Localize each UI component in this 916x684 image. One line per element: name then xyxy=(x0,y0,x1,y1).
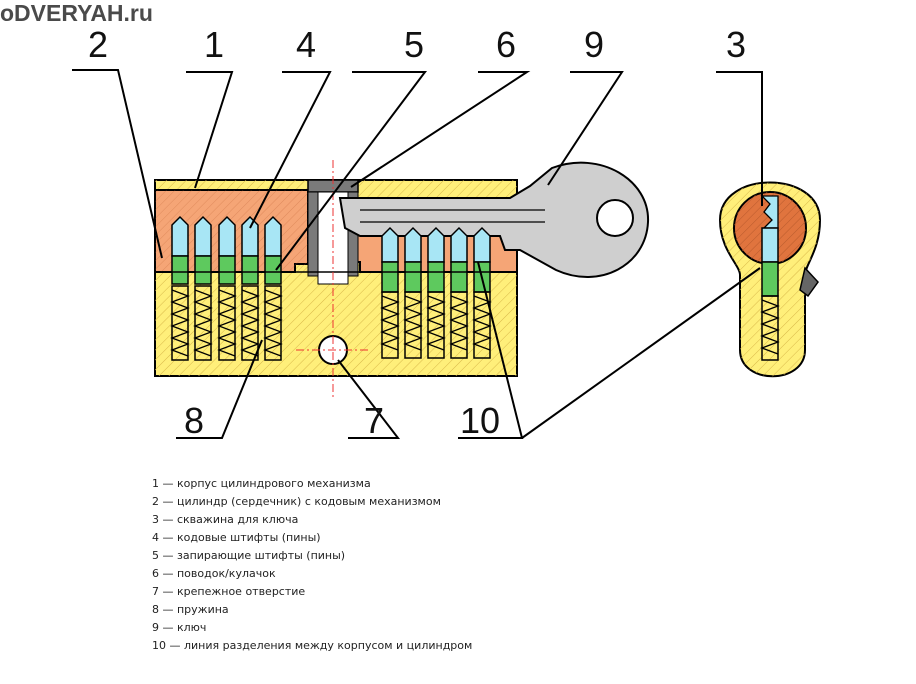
pin-stacks-right xyxy=(380,226,492,359)
legend: 1 — корпус цилиндрового механизма 2 — ци… xyxy=(152,475,472,655)
pin-stack xyxy=(170,215,190,361)
legend-item: 4 — кодовые штифты (пины) xyxy=(152,531,321,544)
pin-stack xyxy=(426,226,446,359)
pin-stack xyxy=(263,215,283,361)
callout-4: 4 xyxy=(296,24,316,65)
pin-stacks-left xyxy=(170,215,283,361)
pin-stack xyxy=(240,215,260,361)
callout-10: 10 xyxy=(460,400,500,441)
pin-stack xyxy=(403,226,423,359)
legend-item: 1 — корпус цилиндрового механизма xyxy=(152,477,371,490)
callout-6: 6 xyxy=(496,24,516,65)
callout-7: 7 xyxy=(364,400,384,441)
leader-lines xyxy=(72,69,763,439)
pin-stack xyxy=(449,226,469,359)
legend-item: 6 — поводок/кулачок xyxy=(152,567,276,580)
legend-item: 5 — запирающие штифты (пины) xyxy=(152,549,346,562)
legend-item: 9 — ключ xyxy=(152,621,207,634)
mounting-hole xyxy=(296,160,370,400)
callout-8: 8 xyxy=(184,400,204,441)
legend-item: 7 — крепежное отверстие xyxy=(152,585,306,598)
callout-1: 1 xyxy=(204,24,224,65)
front-view xyxy=(718,181,822,378)
legend-item: 3 — скважина для ключа xyxy=(152,513,299,526)
lock-cylinder-diagram: 2 1 4 5 6 9 3 8 7 10 xyxy=(72,24,822,441)
callout-9: 9 xyxy=(584,24,604,65)
site-watermark: oDVERYAH.ru xyxy=(0,0,153,26)
callout-3: 3 xyxy=(726,24,746,65)
callout-2: 2 xyxy=(88,24,108,65)
legend-item: 8 — пружина xyxy=(152,603,229,616)
pin-stack xyxy=(472,226,492,359)
pin-stack xyxy=(217,215,237,361)
callout-5: 5 xyxy=(404,24,424,65)
key xyxy=(338,161,650,278)
legend-item: 2 — цилиндр (сердечник) с кодовым механи… xyxy=(152,495,441,508)
pin-stack xyxy=(193,215,213,361)
pin-stack xyxy=(380,226,400,359)
legend-item: 10 — линия разделения между корпусом и ц… xyxy=(152,639,473,652)
